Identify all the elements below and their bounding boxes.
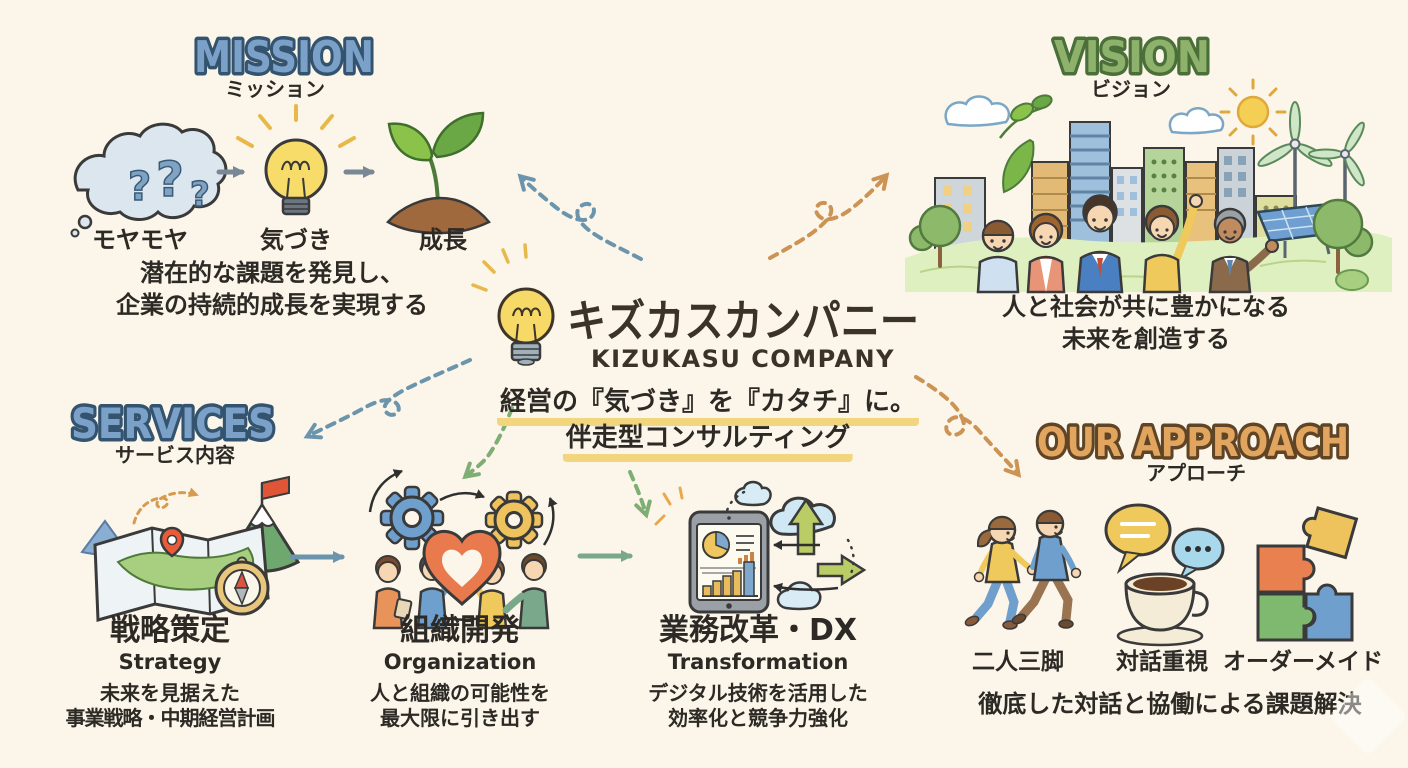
arrow-center-to-vision <box>768 172 890 260</box>
wind-turbine-icon <box>1257 101 1365 216</box>
mission-description-line2: 企業の持続的成長を実現する <box>116 291 428 319</box>
approach-label-dialogue: 対話重視 <box>1116 649 1208 675</box>
arrow-center-to-approach <box>914 375 1022 478</box>
svg-text:キズカスカンパニー: キズカスカンパニー <box>567 296 919 347</box>
tree-icon <box>908 198 1374 291</box>
service-name-jp: 戦略策定 <box>110 613 230 648</box>
tagline-line2: 伴走型コンサルティング <box>562 423 854 462</box>
service-desc-line1: 未来を見据えた <box>100 681 240 705</box>
map-mountain-compass-icon <box>80 475 301 622</box>
approach-title: OUR APPROACH <box>1023 416 1363 470</box>
approach-description: 徹底した対話と協働による課題解決 <box>978 690 1362 718</box>
compass-icon <box>214 556 270 616</box>
speech-bubbles-coffee-icon <box>1104 503 1225 647</box>
company-name-en: KIZUKASU COMPANY <box>590 345 896 373</box>
service-name-jp: 組織開発 <box>400 613 520 648</box>
service-name-en: Organization <box>383 650 537 674</box>
yellow-gear-icon <box>484 490 544 550</box>
heart-icon <box>422 530 502 607</box>
svg-text:?: ? <box>156 152 184 208</box>
sun-icon <box>1219 78 1287 146</box>
vision-description-line2: 未来を創造する <box>1062 325 1230 353</box>
mission-step-label-kizuki: 気づき <box>260 226 332 254</box>
service-desc-line2: 効率化と競争力強化 <box>668 706 848 730</box>
vision-scene <box>905 78 1392 294</box>
arrow-center-to-services <box>303 358 472 440</box>
sprout-icon <box>386 111 491 235</box>
svg-text:?: ? <box>190 175 210 215</box>
mission-title: MISSION <box>174 28 394 87</box>
question-marks-icon: ? ? ? <box>127 151 210 216</box>
walking-together-icon <box>964 509 1082 630</box>
approach-subtitle: アプローチ <box>1146 461 1246 485</box>
mission-step-label-moyamoya: モヤモヤ <box>92 226 188 254</box>
approach-label-pair: 二人三脚 <box>972 649 1064 675</box>
lightbulb-icon <box>236 104 356 216</box>
gears-heart-team-icon <box>368 469 558 630</box>
services-subtitle: サービス内容 <box>115 443 235 467</box>
puzzle-pieces-icon <box>1256 506 1359 642</box>
leaf-sprig-icon <box>998 94 1053 194</box>
company-name-jp: キズカスカンパニー <box>553 288 933 350</box>
vision-subtitle: ビジョン <box>1091 77 1171 101</box>
arrow-center-to-mission <box>517 173 643 261</box>
svg-text:VISION: VISION <box>1054 32 1210 83</box>
tagline-line2-text: 伴走型コンサルティング <box>562 423 854 462</box>
mission-subtitle: ミッション <box>225 77 325 101</box>
vision-people <box>976 194 1279 294</box>
mission-step-label-seicho: 成長 <box>419 226 467 254</box>
center-lightbulb-icon <box>471 243 555 366</box>
arrow-center-to-organization <box>462 406 514 480</box>
services-title: SERVICES <box>53 396 293 452</box>
arrow-center-to-dx <box>628 470 652 519</box>
thought-cloud-icon: ? ? ? <box>70 122 228 238</box>
approach-label-custom: オーダーメイド <box>1222 649 1384 675</box>
service-desc-line2: 事業戦略・中期経営計画 <box>65 706 276 730</box>
mission-description-line1: 潜在的な課題を発見し、 <box>140 259 404 287</box>
map-route-arrow <box>132 487 199 525</box>
tagline-line1-text: 経営の『気づき』を『カタチ』に。 <box>496 387 920 426</box>
tagline-line1: 経営の『気づき』を『カタチ』に。 <box>496 387 920 426</box>
svg-text:SERVICES: SERVICES <box>71 399 275 448</box>
service-desc-line1: デジタル技術を活用した <box>648 681 868 705</box>
service-name-en: Transformation <box>667 650 849 674</box>
svg-text:OUR APPROACH: OUR APPROACH <box>1037 420 1349 466</box>
svg-text:MISSION: MISSION <box>194 32 374 83</box>
service-name-jp: 業務改革・DX <box>658 613 858 648</box>
vision-description-line1: 人と社会が共に豊かになる <box>1002 293 1290 321</box>
tablet-cloud-arrows-icon <box>654 480 867 614</box>
service-desc-line1: 人と組織の可能性を <box>370 681 550 705</box>
service-desc-line2: 最大限に引き出す <box>380 706 540 730</box>
vision-title: VISION <box>1032 28 1232 87</box>
cloud-icon <box>944 95 1225 135</box>
service-name-en: Strategy <box>118 650 222 674</box>
blue-gear-icon <box>379 485 445 551</box>
svg-text:?: ? <box>128 164 151 210</box>
